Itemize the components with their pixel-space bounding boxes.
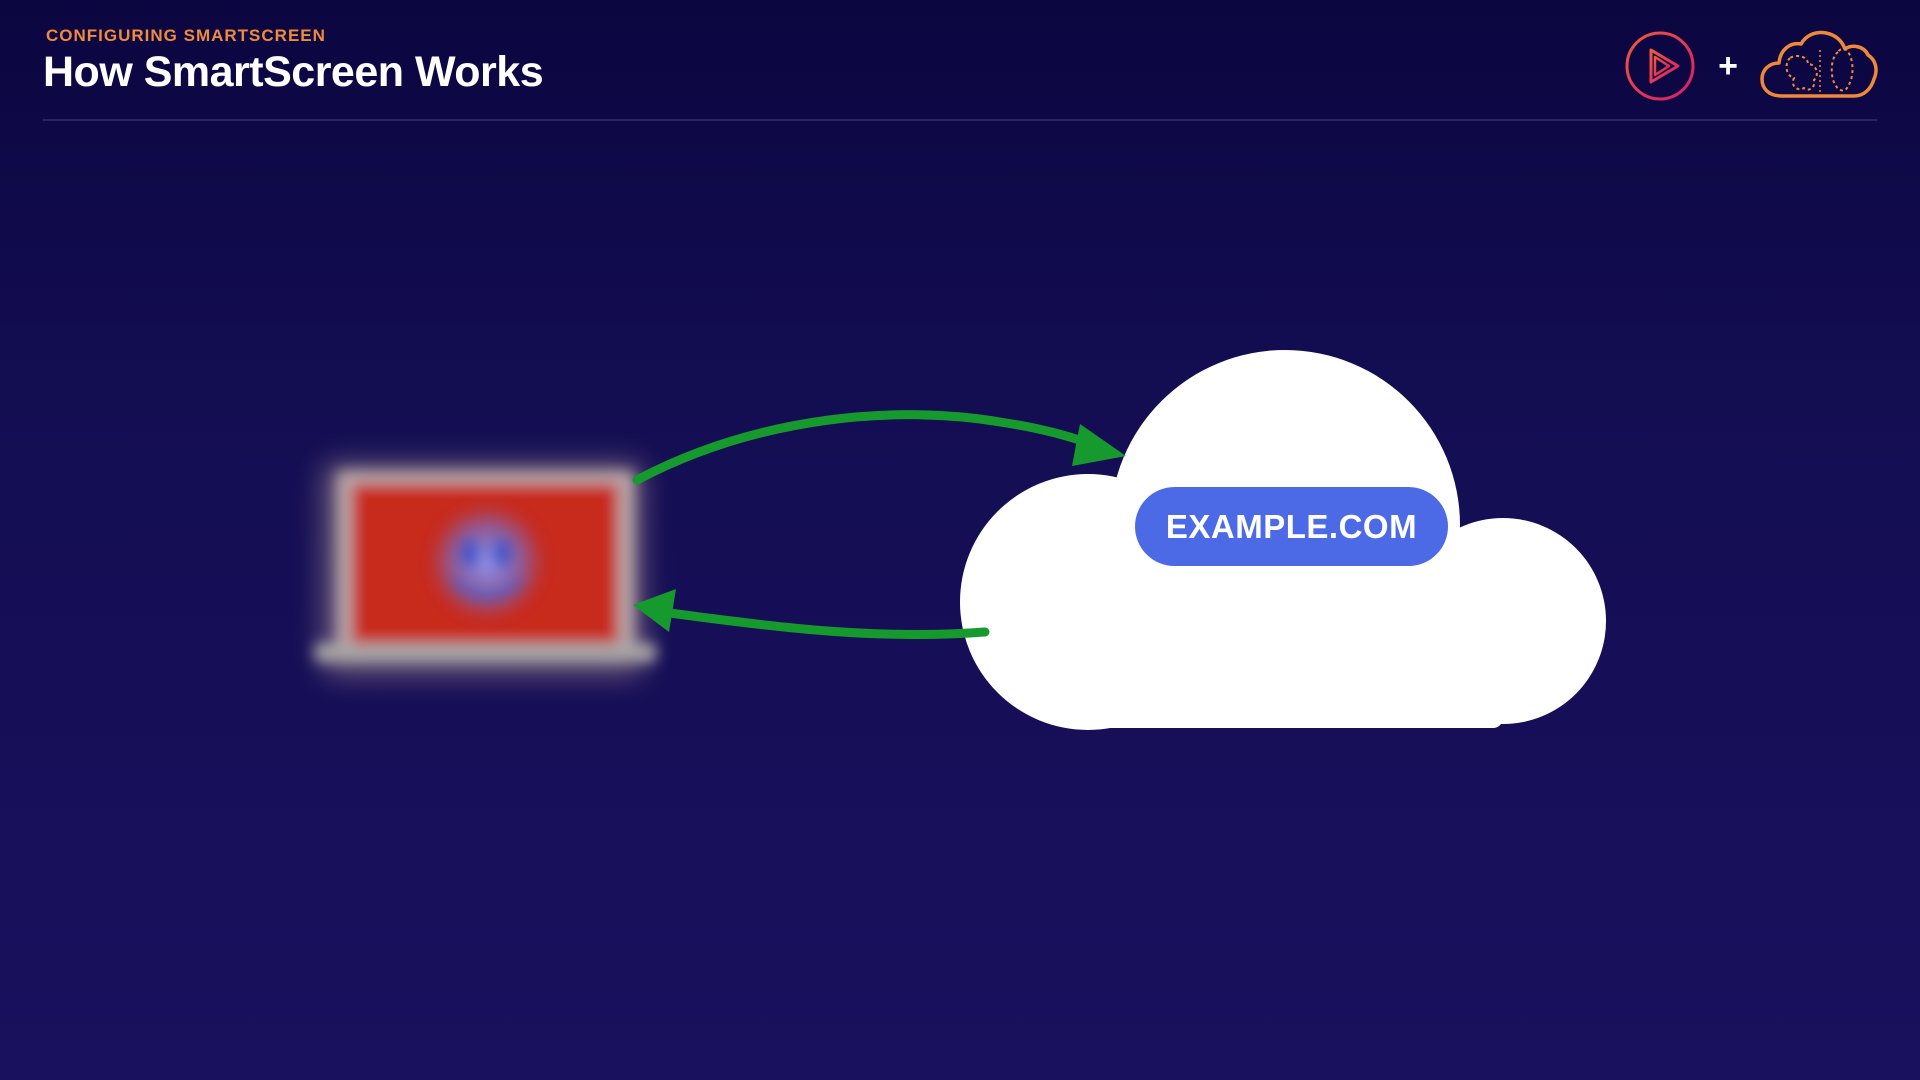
slide-title: How SmartScreen Works: [43, 48, 544, 96]
response-arrow: [633, 589, 990, 640]
header-divider: [43, 119, 1877, 121]
section-eyebrow: CONFIGURING SMARTSCREEN: [46, 26, 326, 45]
request-arrow: [632, 410, 1126, 485]
logo-group: +: [1624, 30, 1878, 102]
plus-sign: +: [1718, 47, 1738, 85]
slide-header: CONFIGURING SMARTSCREEN How SmartScreen …: [43, 26, 1877, 97]
smiley-face-icon: [429, 504, 545, 620]
url-label-pill: EXAMPLE.COM: [1135, 487, 1448, 566]
cloud-brain-icon: [1760, 30, 1878, 98]
laptop-icon: [315, 462, 656, 676]
play-circle-icon: [1625, 31, 1695, 101]
